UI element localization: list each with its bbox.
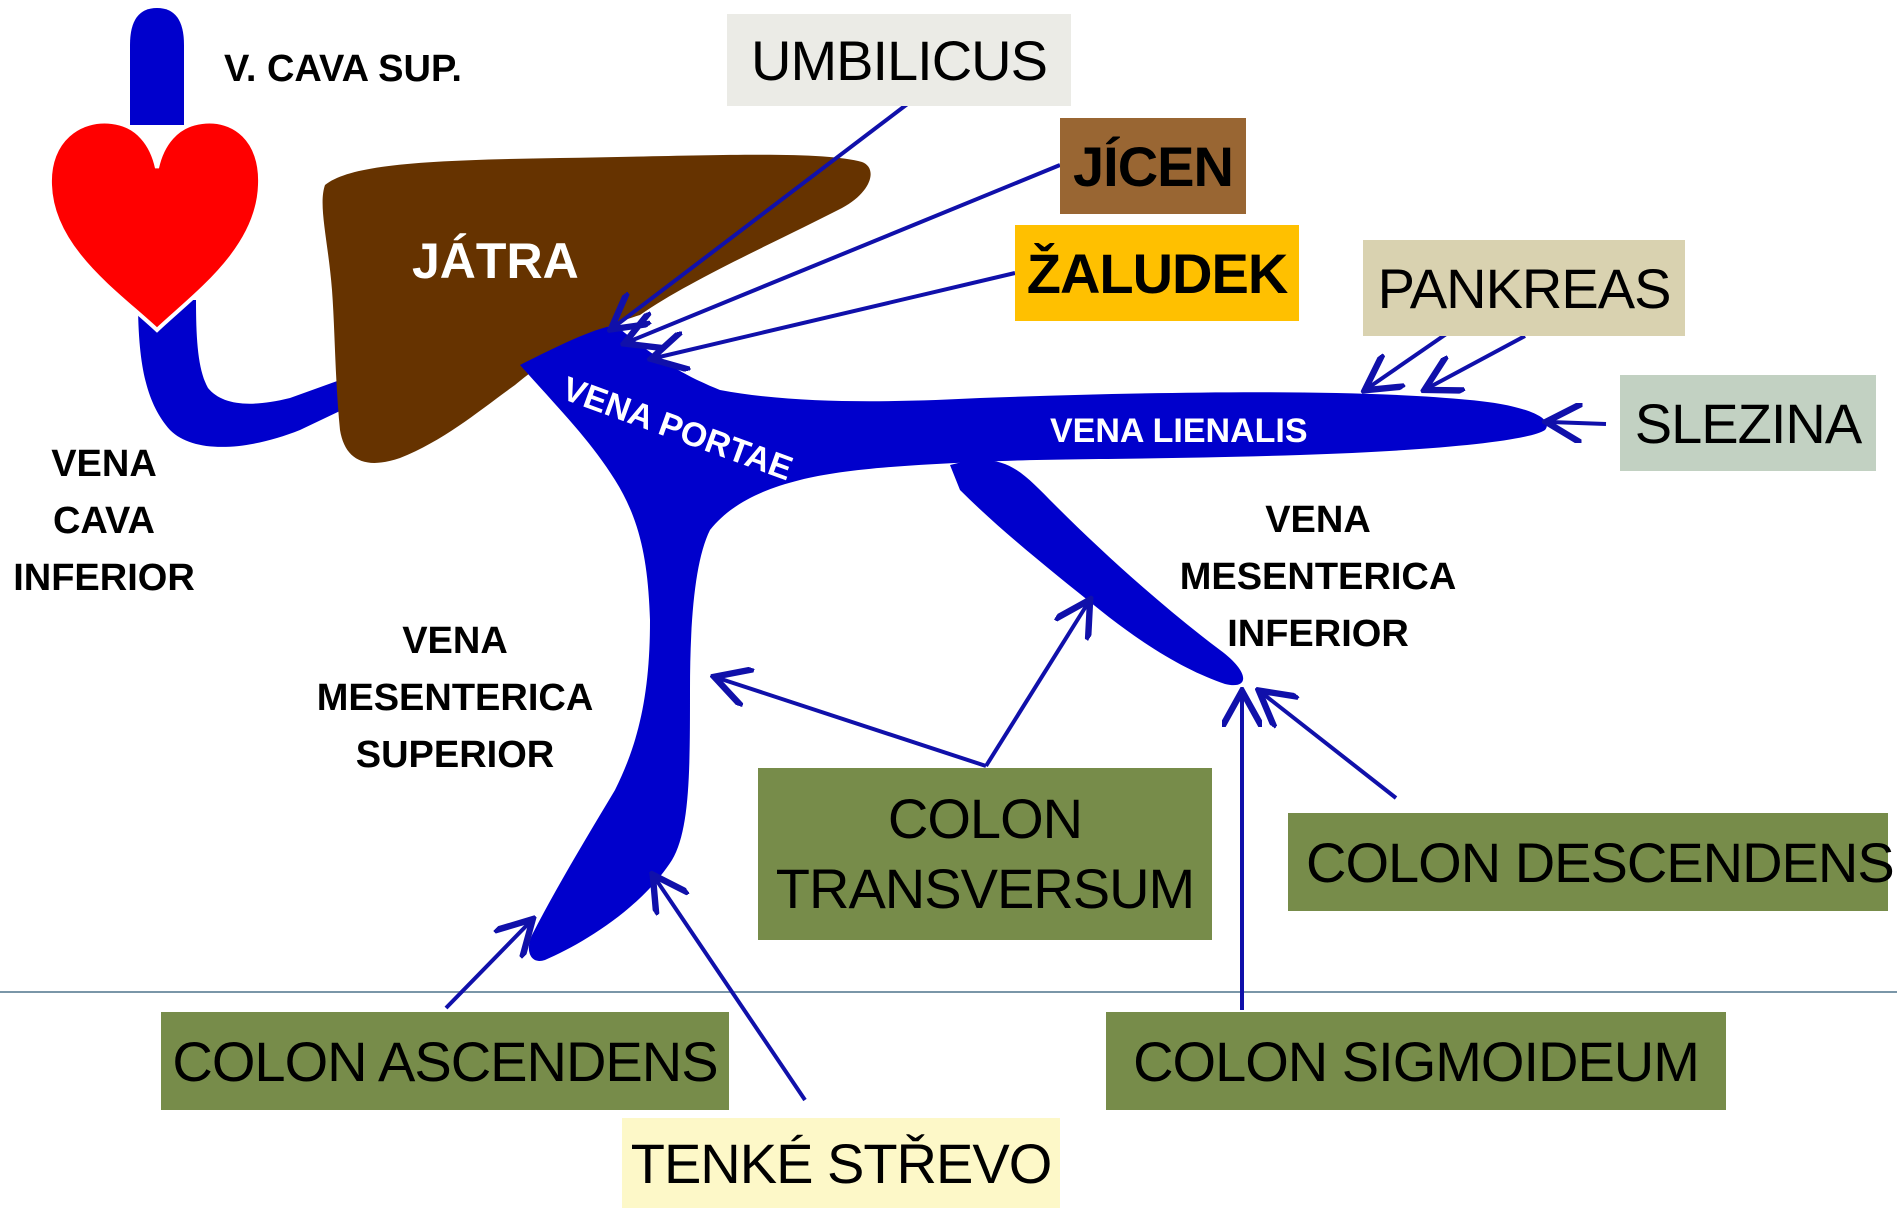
vmi-line-2: MESENTERICA bbox=[1168, 549, 1468, 606]
vmi-line-3: INFERIOR bbox=[1168, 606, 1468, 663]
colon-transversum-line-1: COLON bbox=[888, 784, 1082, 854]
colon-sigmoideum-box: COLON SIGMOIDEUM bbox=[1106, 1012, 1726, 1110]
arrow-transversum-to-inferior bbox=[986, 603, 1088, 766]
colon-ascendens-box: COLON ASCENDENS bbox=[161, 1012, 729, 1110]
vena-cava-inferior-label: VENA CAVA INFERIOR bbox=[4, 436, 204, 607]
vms-line-3: SUPERIOR bbox=[305, 727, 605, 784]
vena-cava-inferior-line-3: INFERIOR bbox=[4, 550, 204, 607]
umbilicus-box: UMBILICUS bbox=[727, 14, 1071, 106]
vena-mesenterica-superior-label: VENA MESENTERICA SUPERIOR bbox=[305, 613, 605, 784]
vmi-line-1: VENA bbox=[1168, 492, 1468, 549]
vms-line-1: VENA bbox=[305, 613, 605, 670]
vena-cava-inferior-line-1: VENA bbox=[4, 436, 204, 493]
vena-cava-inferior-line-2: CAVA bbox=[4, 493, 204, 550]
arrow-pankreas-1 bbox=[1368, 330, 1452, 388]
vena-cava-superior-shape bbox=[130, 8, 184, 125]
jicen-box: JÍCEN bbox=[1060, 118, 1246, 214]
colon-descendens-box: COLON DESCENDENS bbox=[1288, 813, 1888, 911]
jatra-label: JÁTRA bbox=[412, 232, 579, 290]
colon-transversum-box: COLON TRANSVERSUM bbox=[758, 768, 1212, 940]
vms-line-2: MESENTERICA bbox=[305, 670, 605, 727]
arrow-slezina bbox=[1550, 422, 1606, 424]
arrow-descendens bbox=[1262, 693, 1396, 798]
heart-icon bbox=[50, 122, 260, 330]
pankreas-box: PANKREAS bbox=[1363, 240, 1685, 336]
arrow-zaludek bbox=[655, 273, 1015, 358]
tenke-strevo-box: TENKÉ STŘEVO bbox=[622, 1118, 1060, 1208]
v-cava-sup-label: V. CAVA SUP. bbox=[224, 48, 462, 91]
arrow-transversum-to-superior bbox=[718, 678, 986, 766]
arrow-ascendens bbox=[446, 922, 530, 1008]
colon-transversum-line-2: TRANSVERSUM bbox=[776, 854, 1194, 924]
vena-lienalis-label: VENA LIENALIS bbox=[1050, 412, 1308, 450]
zaludek-box: ŽALUDEK bbox=[1015, 225, 1299, 321]
arrow-pankreas-2 bbox=[1428, 336, 1525, 388]
vena-mesenterica-inferior-label: VENA MESENTERICA INFERIOR bbox=[1168, 492, 1468, 663]
slezina-box: SLEZINA bbox=[1620, 375, 1876, 471]
